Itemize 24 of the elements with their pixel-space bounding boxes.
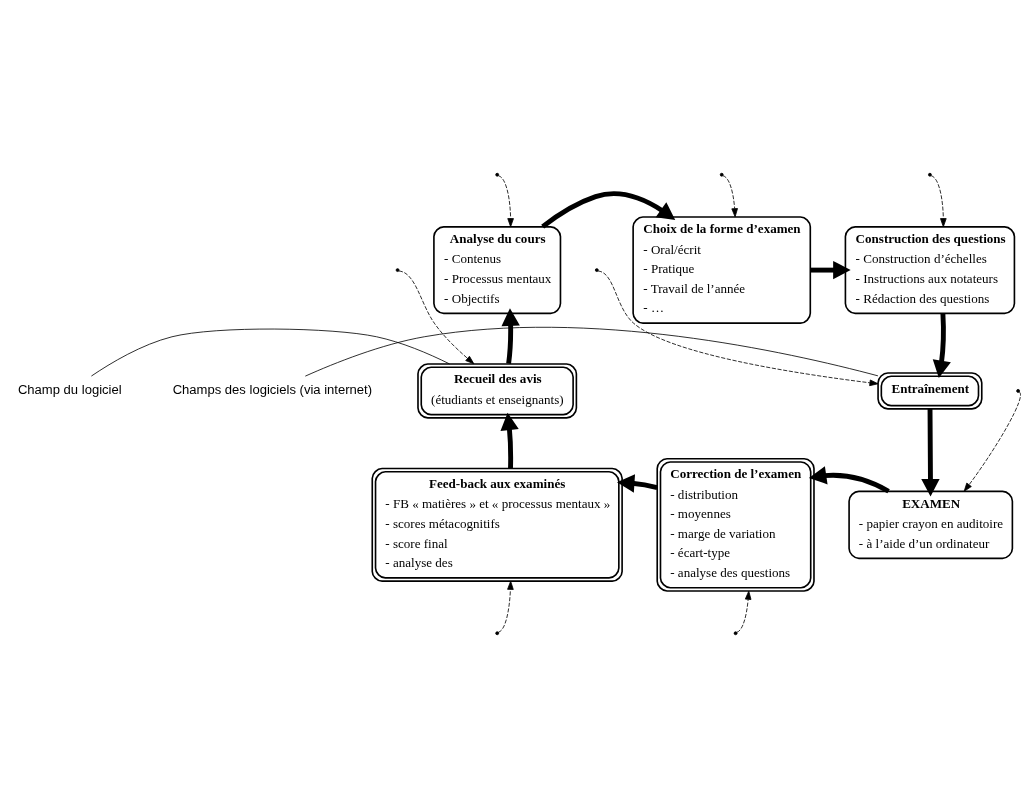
connector: [91, 328, 450, 376]
arrow: [498, 174, 514, 227]
node-box: EXAMEN - papier crayon en auditoire - à l’aide d’un ordinateur: [848, 490, 1014, 559]
node-box: Construction des questions - Construction d’échelles - Instructions aux notateurs - Rédaction des questions: [844, 225, 1016, 314]
arrow: [501, 307, 520, 364]
node-text: Champs des logiciels (via internet): [172, 381, 373, 397]
arrow: [597, 270, 879, 386]
arrow: [616, 473, 658, 493]
arrow: [722, 174, 738, 217]
arrow: [810, 260, 851, 279]
node-box: Choix de la forme d’examen - Oral/écrit - Pratique - Travail de l’année - …: [632, 215, 812, 324]
node-text: Champ du logiciel: [17, 381, 122, 397]
arrow: [398, 270, 475, 364]
arrow: [541, 190, 676, 229]
arrow: [963, 391, 1021, 492]
arrow: [736, 590, 752, 633]
arrow: [497, 580, 514, 633]
node-box: Analyse du cours - Contenus - Processus mentaux - Objectifs: [433, 225, 562, 314]
arrow: [500, 412, 519, 468]
connector: [304, 326, 879, 377]
arrow: [930, 174, 947, 227]
arrow: [932, 313, 951, 378]
arrow: [808, 465, 890, 493]
arrow: [921, 408, 940, 496]
